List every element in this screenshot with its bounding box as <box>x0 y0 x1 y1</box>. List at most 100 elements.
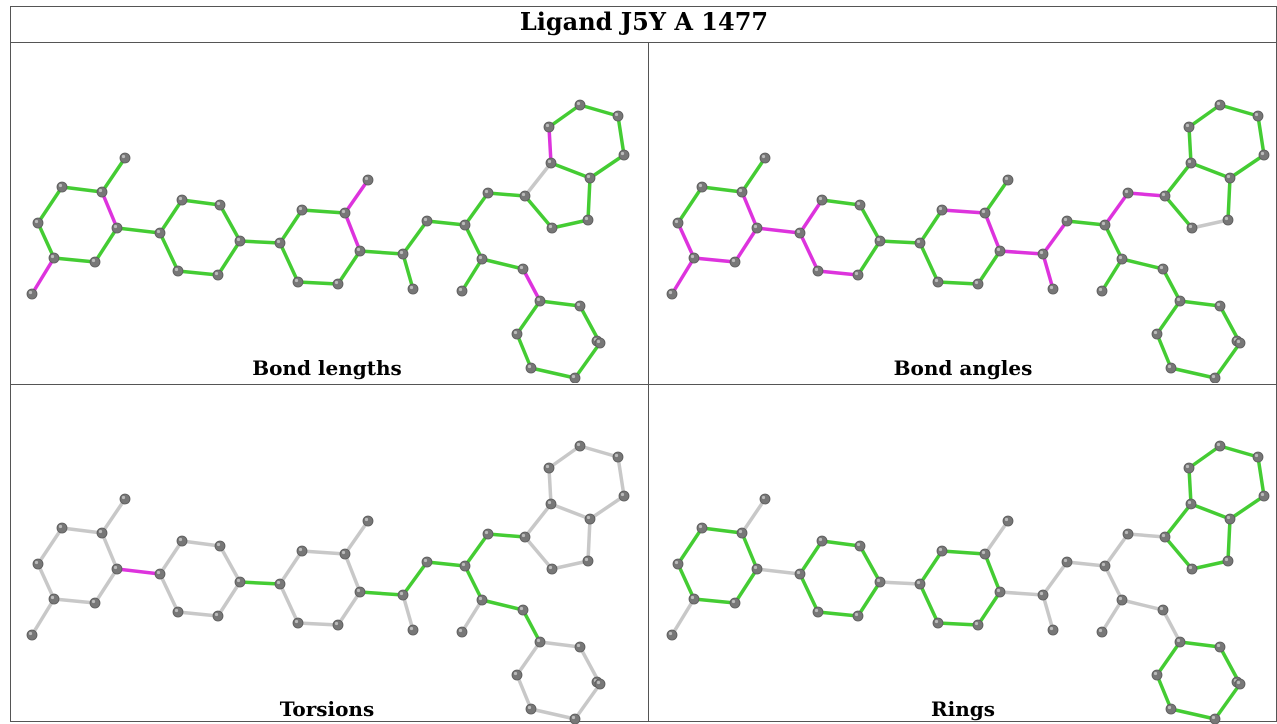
atom-rings-26 <box>1159 531 1171 543</box>
atom-rings-23 <box>1061 556 1073 568</box>
bond-lengths-25 <box>401 219 429 256</box>
atom-lengths-24 <box>459 219 471 231</box>
bond-torsions-30 <box>460 598 484 634</box>
atom-lengths-3 <box>32 217 44 229</box>
atom-highlight-rings-36 <box>1226 515 1231 520</box>
atom-highlight-angles-28 <box>1098 287 1103 292</box>
atom-highlight-lengths-18 <box>356 247 361 252</box>
bond-torsions-7 <box>30 597 56 637</box>
atom-highlight-angles-33 <box>1216 101 1221 106</box>
bond-lengths-10 <box>180 198 222 207</box>
atom-torsions-9 <box>176 535 188 547</box>
atom-lengths-44 <box>594 337 606 349</box>
atom-angles-27 <box>1116 253 1128 265</box>
atom-highlight-angles-16 <box>981 209 986 214</box>
bond-lengths-33 <box>523 161 553 198</box>
bond-angles-41 <box>1190 218 1230 230</box>
bond-angles-27 <box>1103 191 1130 227</box>
atom-highlight-lengths-42 <box>527 364 532 369</box>
atom-rings-16 <box>979 548 991 560</box>
atom-highlight-lengths-27 <box>478 255 483 260</box>
atom-highlight-angles-17 <box>1004 176 1009 181</box>
bond-torsions-3 <box>36 562 56 601</box>
bond-lengths-8 <box>115 226 162 235</box>
atom-torsions-1 <box>96 527 108 539</box>
bond-angles-28 <box>1126 191 1167 198</box>
bond-torsions-25 <box>401 560 429 597</box>
atom-highlight-torsions-8 <box>156 570 161 575</box>
atom-rings-19 <box>972 619 984 631</box>
atom-highlight-lengths-22 <box>409 285 414 290</box>
bond-torsions-42 <box>586 517 592 563</box>
bond-angles-5 <box>733 226 759 264</box>
bond-lengths-27 <box>463 191 490 227</box>
atom-angles-4 <box>688 252 700 264</box>
atom-highlight-angles-14 <box>916 239 921 244</box>
atom-torsions-33 <box>574 440 586 452</box>
atom-rings-7 <box>666 629 678 641</box>
bond-angles-9 <box>798 198 824 235</box>
atom-highlight-rings-35 <box>1260 492 1265 497</box>
bond-lengths-caption: Bond lengths <box>252 356 402 380</box>
atom-highlight-torsions-22 <box>409 626 414 631</box>
bond-angles-30 <box>1100 257 1124 293</box>
atom-torsions-15 <box>296 545 308 557</box>
atom-rings-22 <box>1047 624 1059 636</box>
bond-angles-10 <box>820 198 862 207</box>
atom-highlight-angles-15 <box>938 206 943 211</box>
atom-highlight-rings-16 <box>981 550 986 555</box>
bond-lengths-36 <box>578 103 620 118</box>
atom-rings-25 <box>1122 528 1134 540</box>
atom-highlight-torsions-38 <box>584 557 589 562</box>
atom-lengths-29 <box>517 263 529 275</box>
bond-lengths-1 <box>60 185 104 194</box>
atom-highlight-rings-31 <box>1187 500 1192 505</box>
bond-torsions-47 <box>515 673 533 711</box>
atom-torsions-4 <box>48 593 60 605</box>
atom-torsions-21 <box>397 589 409 601</box>
bond-angles-19 <box>976 249 1002 286</box>
bond-torsions-24 <box>401 593 415 632</box>
bond-rings-28 <box>1126 532 1167 539</box>
bond-lengths-14 <box>158 231 180 273</box>
atom-highlight-lengths-40 <box>513 330 518 335</box>
atom-highlight-torsions-26 <box>521 533 526 538</box>
atom-lengths-27 <box>476 253 488 265</box>
atom-highlight-lengths-5 <box>91 258 96 263</box>
atom-highlight-lengths-10 <box>216 201 221 206</box>
atom-lengths-33 <box>574 99 586 111</box>
bond-angles-32 <box>1161 267 1182 303</box>
atom-highlight-angles-7 <box>668 290 673 295</box>
atom-highlight-lengths-39 <box>576 302 581 307</box>
atom-highlight-torsions-29 <box>519 606 524 611</box>
bond-torsions-26 <box>425 560 467 568</box>
atom-angles-32 <box>1183 121 1195 133</box>
atom-torsions-28 <box>456 626 468 638</box>
atom-highlight-rings-0 <box>761 495 766 500</box>
atom-highlight-angles-30 <box>1176 297 1181 302</box>
bond-angles-47 <box>1155 332 1173 370</box>
atom-angles-28 <box>1096 285 1108 297</box>
bond-rings-6 <box>740 531 759 571</box>
atom-highlight-lengths-0 <box>121 154 126 159</box>
bond-rings-2 <box>676 526 704 566</box>
bond-lengths-23 <box>358 249 405 256</box>
atom-highlight-torsions-0 <box>121 495 126 500</box>
torsions-caption: Torsions <box>279 697 375 721</box>
atom-highlight-lengths-14 <box>276 239 281 244</box>
atom-highlight-angles-2 <box>698 183 703 188</box>
atom-highlight-rings-29 <box>1159 606 1164 611</box>
bond-lengths-9 <box>158 198 184 235</box>
bond-rings-48 <box>1155 640 1182 677</box>
bond-lengths-7 <box>30 256 56 296</box>
atom-rings-14 <box>914 578 926 590</box>
bond-lengths-45 <box>573 341 602 380</box>
atom-lengths-10 <box>214 199 226 211</box>
atom-lengths-23 <box>421 215 433 227</box>
atom-highlight-angles-31 <box>1187 159 1192 164</box>
bond-lengths-5 <box>93 226 119 264</box>
atom-rings-8 <box>794 568 806 580</box>
bond-angles-21 <box>918 241 940 284</box>
bond-torsions-27 <box>463 532 490 568</box>
atom-highlight-rings-18 <box>996 588 1001 593</box>
